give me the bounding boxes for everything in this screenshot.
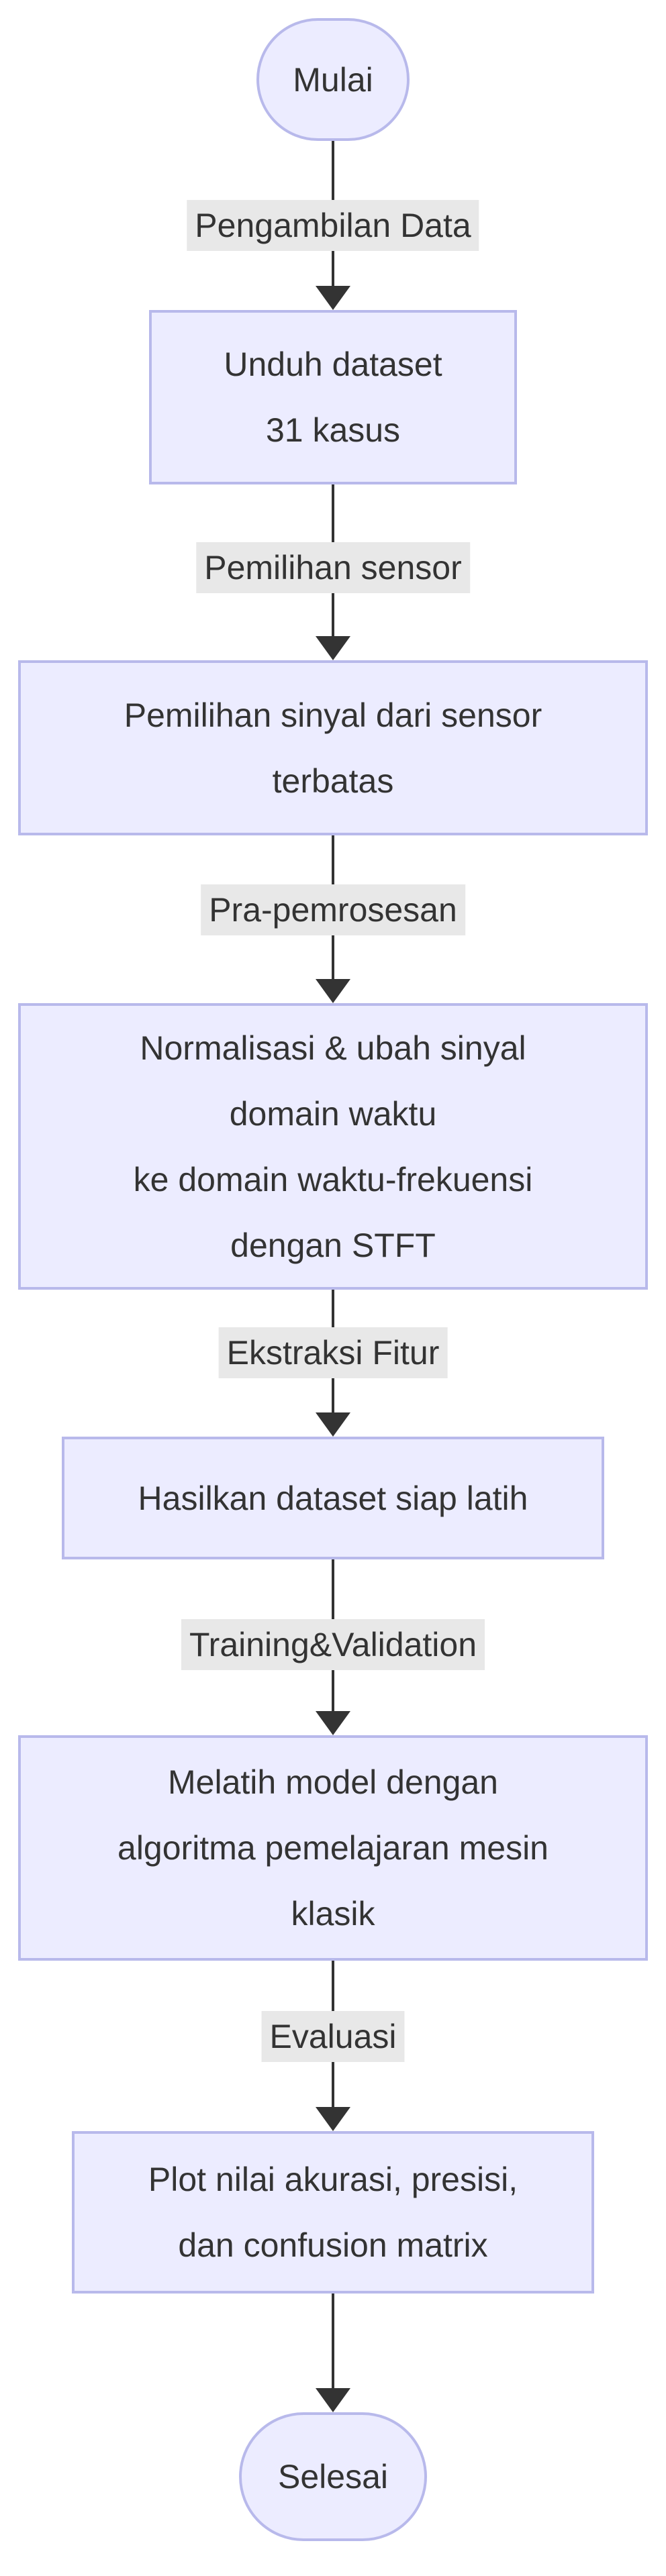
node-start: Mulai (256, 18, 410, 141)
arrow-down-icon (316, 636, 350, 660)
node-normalisasi-stft: Normalisasi & ubah sinyal domain waktu k… (18, 1003, 648, 1290)
arrow-down-icon (316, 1711, 350, 1735)
node-text-line: Unduh dataset (224, 346, 442, 383)
node-text-line: Pemilihan sinyal dari sensor (124, 696, 542, 734)
node-start-label: Mulai (293, 60, 373, 99)
node-end-label: Selesai (278, 2458, 388, 2495)
edge-label-pemilihan-sensor: Pemilihan sensor (196, 542, 470, 593)
edge-label-pra-pemrosesan: Pra-pemrosesan (201, 884, 465, 935)
node-text-line: Melatih model dengan (168, 1763, 498, 1801)
arrow-down-icon (316, 2388, 350, 2412)
edge-line-7 (332, 2294, 334, 2388)
node-unduh-dataset: Unduh dataset 31 kasus (149, 310, 517, 484)
node-text-line: ke domain waktu-frekuensi (133, 1160, 533, 1198)
node-hasilkan-dataset: Hasilkan dataset siap latih (62, 1437, 604, 1559)
node-text-line: dengan STFT (230, 1226, 436, 1264)
node-text-line: Plot nilai akurasi, presisi, (148, 2161, 518, 2198)
node-text-line: terbatas (272, 762, 394, 800)
edge-label-pengambilan-data: Pengambilan Data (187, 200, 479, 251)
edge-label-evaluasi: Evaluasi (261, 2011, 405, 2062)
node-melatih-model: Melatih model dengan algoritma pemelajar… (18, 1735, 648, 1961)
node-text-line: klasik (291, 1895, 375, 1933)
arrow-down-icon (316, 1412, 350, 1437)
node-text-line: domain waktu (229, 1094, 437, 1133)
arrow-down-icon (316, 2107, 350, 2131)
node-text-line: algoritma pemelajaran mesin (117, 1829, 549, 1867)
arrow-down-icon (316, 286, 350, 310)
edge-label-ekstraksi-fitur: Ekstraksi Fitur (218, 1327, 448, 1378)
node-text-line: Hasilkan dataset siap latih (138, 1479, 528, 1517)
edge-label-training-validation: Training&Validation (181, 1619, 485, 1670)
arrow-down-icon (316, 979, 350, 1003)
node-text-line: Normalisasi & ubah sinyal (140, 1029, 526, 1067)
node-plot-evaluasi: Plot nilai akurasi, presisi, dan confusi… (72, 2131, 594, 2294)
node-text-line: 31 kasus (265, 411, 401, 449)
node-end: Selesai (239, 2412, 427, 2541)
node-text-line: dan confusion matrix (178, 2226, 488, 2264)
node-pemilihan-sinyal: Pemilihan sinyal dari sensor terbatas (18, 660, 648, 835)
